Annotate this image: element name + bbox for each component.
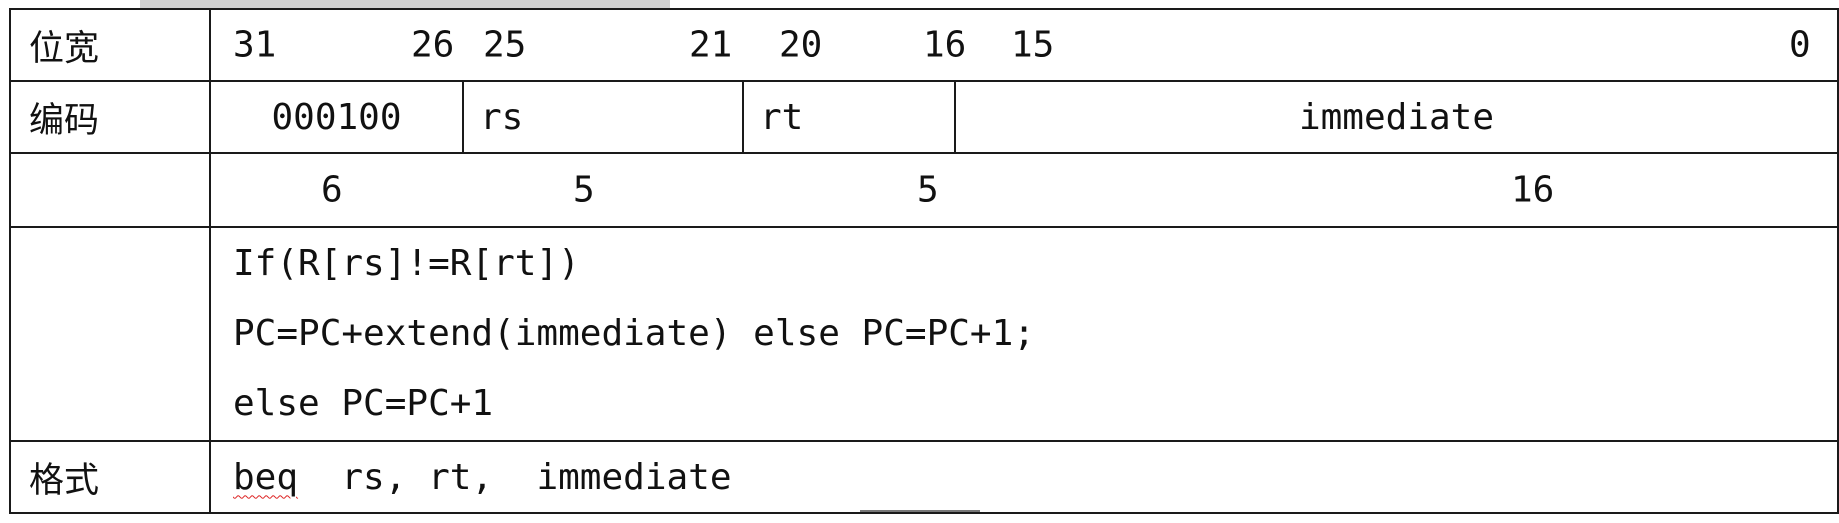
- bit-16: 16: [923, 24, 967, 66]
- operands: rs, rt, immediate: [298, 456, 732, 498]
- rt-field: rt: [742, 80, 956, 154]
- semantics-row: If(R[rs]!=R[rt]) PC=PC+extend(immediate)…: [9, 226, 1839, 442]
- bit-25: 25: [483, 24, 527, 66]
- format-label: 格式: [9, 440, 211, 514]
- instruction-format-table: 位宽 31 26 25 21 20 16 15 0 编码 000100 rs r…: [9, 8, 1839, 514]
- bit-15: 15: [1011, 24, 1055, 66]
- semantics-cell: If(R[rs]!=R[rt]) PC=PC+extend(immediate)…: [209, 226, 1839, 442]
- field-width-row: 6 5 5 16: [9, 152, 1839, 228]
- page-edge-mark: [860, 510, 980, 512]
- field-width-label: [9, 152, 211, 228]
- format-row: 格式 beq rs, rt, immediate: [9, 440, 1839, 514]
- bit-31: 31: [233, 24, 277, 66]
- bit-21: 21: [689, 24, 733, 66]
- encoding-row: 编码 000100 rs rt immediate: [9, 80, 1839, 154]
- encoding-label: 编码: [9, 80, 211, 154]
- bit-0: 0: [1789, 24, 1811, 66]
- semantics-line: else PC=PC+1: [233, 383, 494, 424]
- bit-positions-cell: 31 26 25 21 20 16 15 0: [209, 8, 1839, 82]
- bitwidth-label: 位宽: [9, 8, 211, 82]
- field-widths-cell: 6 5 5 16: [209, 152, 1839, 228]
- semantics-line: If(R[rs]!=R[rt]): [233, 243, 580, 284]
- semantics-label: [9, 226, 211, 442]
- mnemonic: beq: [233, 456, 299, 498]
- immediate-width: 16: [1511, 169, 1555, 211]
- semantics-line: PC=PC+extend(immediate) else PC=PC+1;: [233, 313, 1035, 354]
- rt-width: 5: [917, 169, 939, 211]
- top-scroll-indicator: [140, 0, 670, 8]
- bitwidth-row: 位宽 31 26 25 21 20 16 15 0: [9, 8, 1839, 82]
- immediate-field: immediate: [954, 80, 1839, 154]
- format-cell: beq rs, rt, immediate: [209, 440, 1839, 514]
- bit-20: 20: [779, 24, 823, 66]
- bit-26: 26: [411, 24, 455, 66]
- rs-field: rs: [462, 80, 744, 154]
- rs-width: 5: [573, 169, 595, 211]
- opcode-field: 000100: [209, 80, 464, 154]
- opcode-width: 6: [321, 169, 343, 211]
